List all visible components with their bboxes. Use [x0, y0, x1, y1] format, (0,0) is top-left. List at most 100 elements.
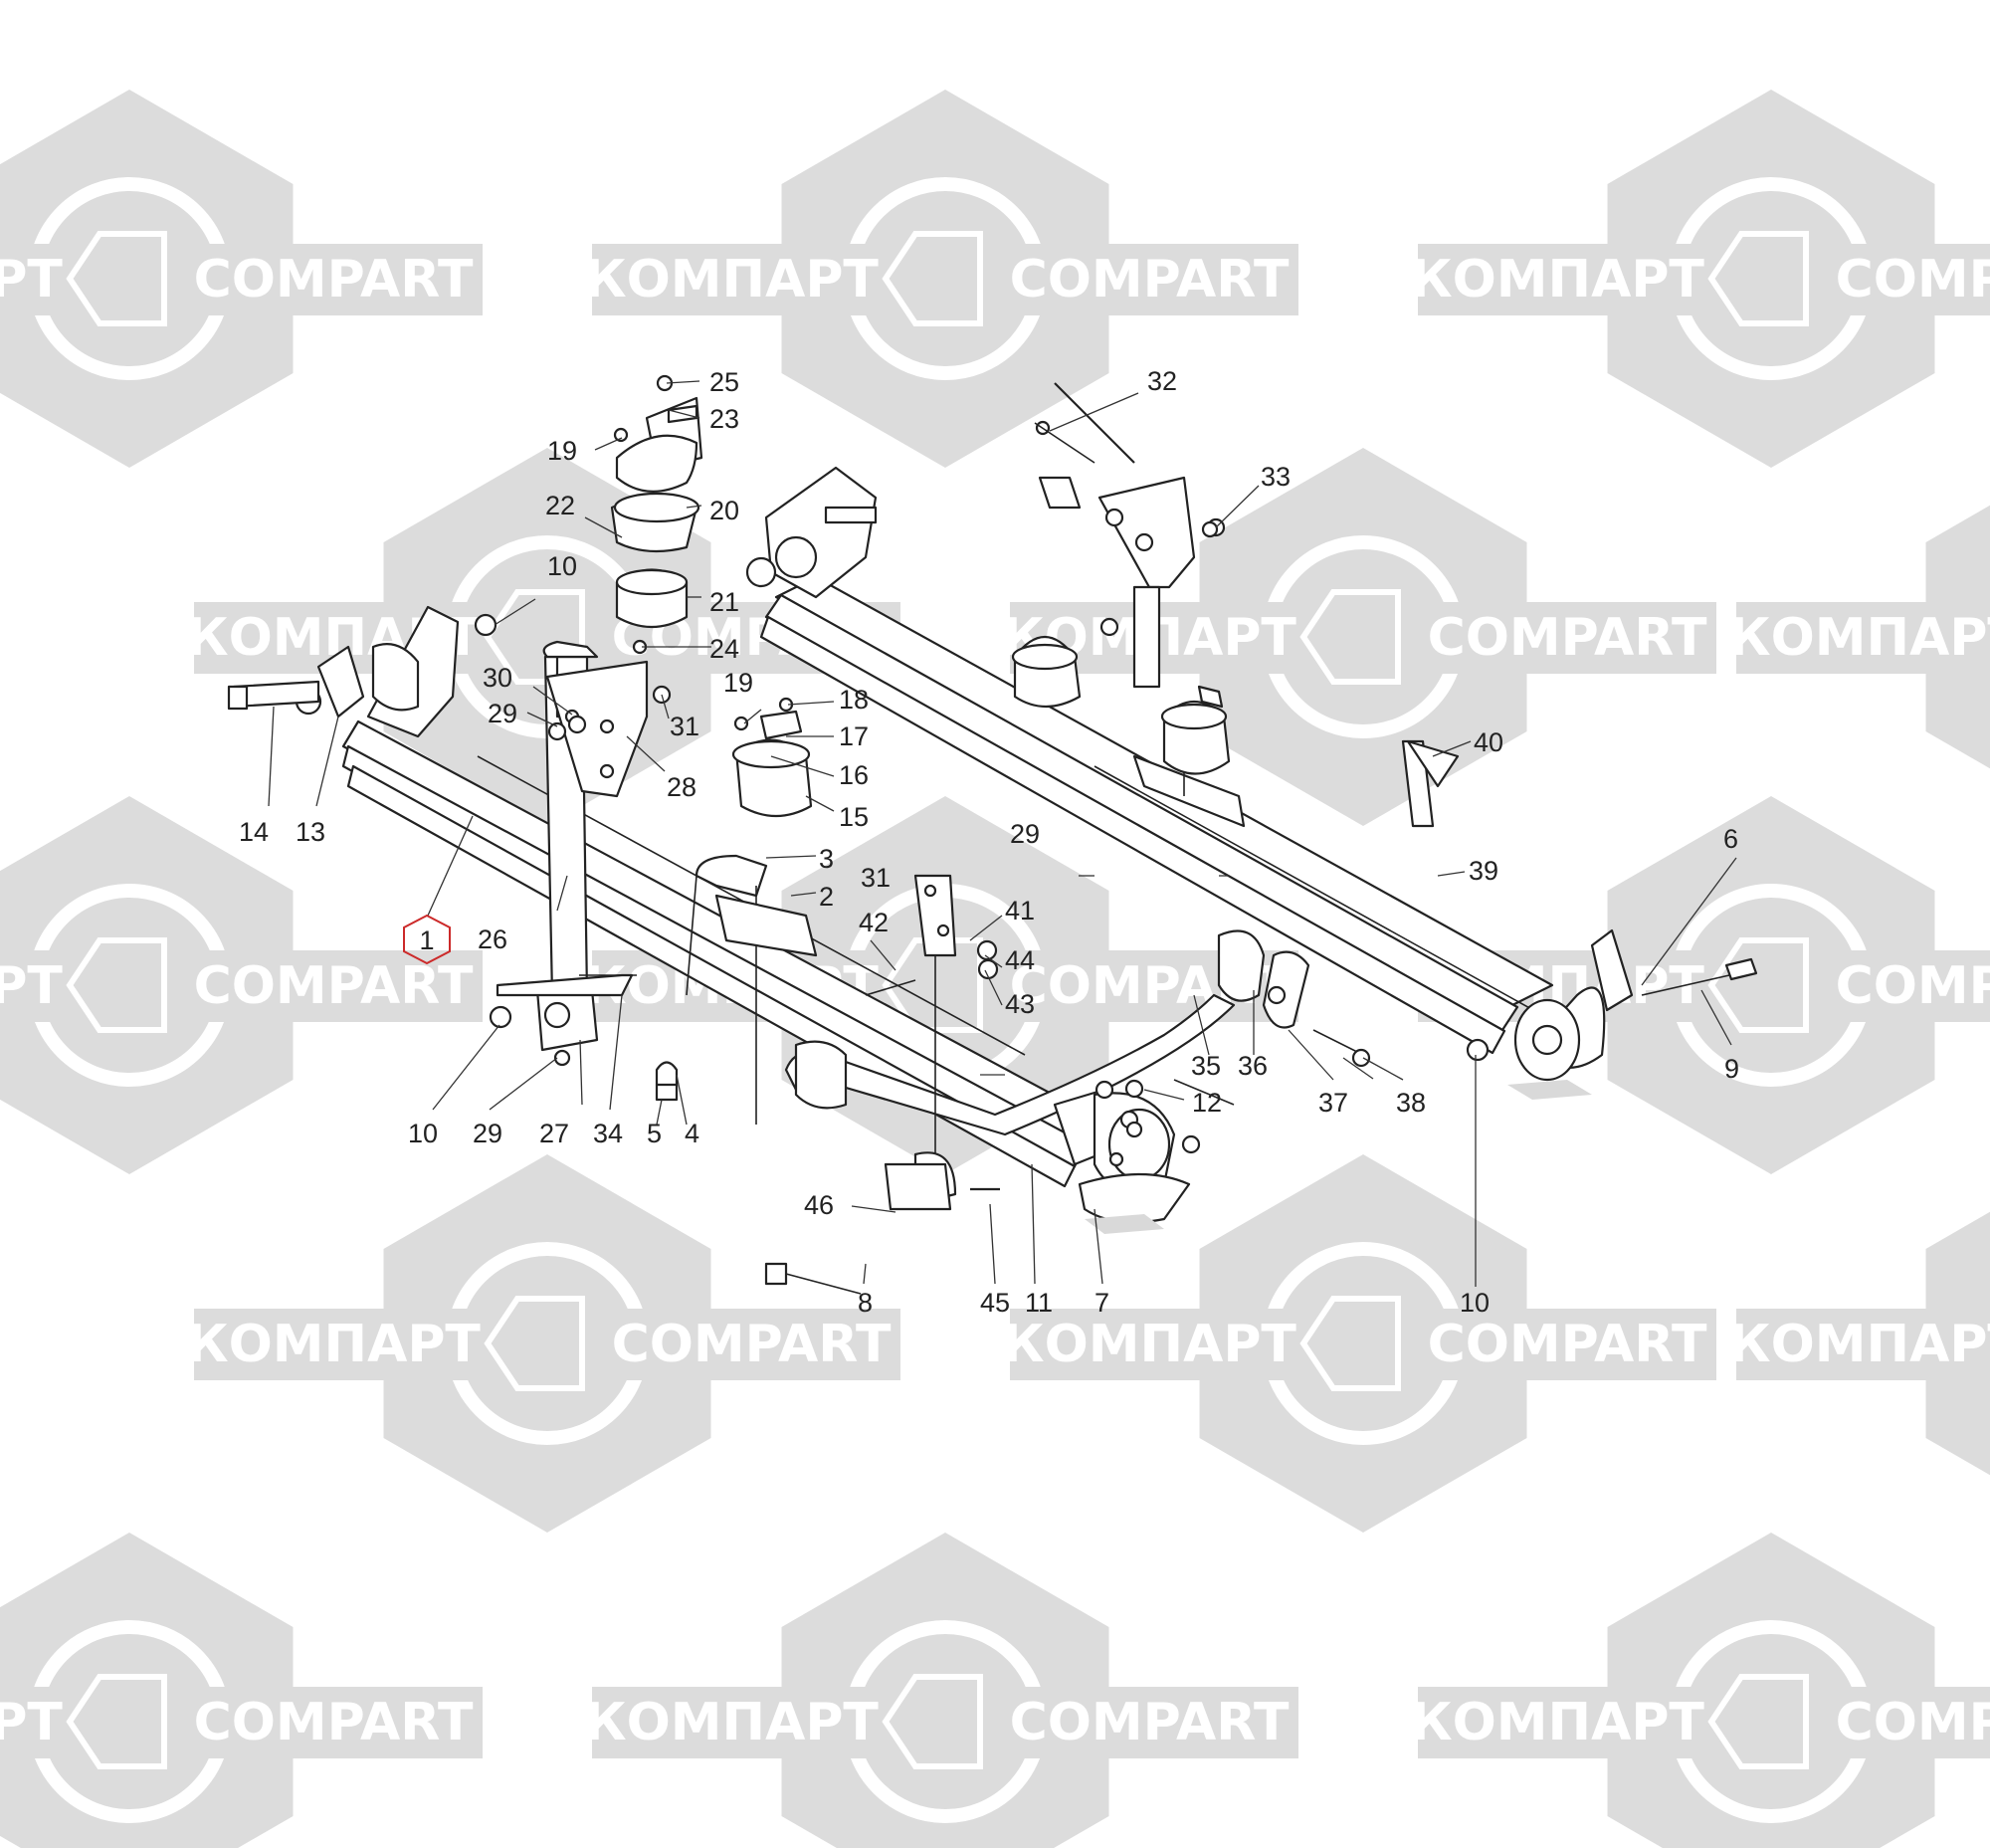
watermark-notch — [66, 1674, 167, 1769]
callout-label: 20 — [709, 496, 739, 525]
callout-label: 32 — [1147, 366, 1177, 396]
parts-drawing: 1 2 3 4 5 6 7 8 9 10 10 10 11 12 13 14 1… — [227, 366, 1758, 1318]
watermark-hexagon — [1607, 90, 1935, 468]
fasteners — [489, 422, 1371, 1295]
watermark-notch — [882, 231, 983, 326]
callout-label: 31 — [861, 863, 891, 893]
watermark-hexagon — [781, 90, 1109, 468]
watermark-text-latin: COMPART — [1010, 1693, 1290, 1752]
callout-label: 29 — [473, 1119, 502, 1148]
rear-shock-absorber — [1035, 382, 1226, 689]
callout-label: 19 — [547, 436, 577, 466]
callout-label: 37 — [1318, 1088, 1348, 1118]
watermark-text-cyrillic: КОМПАРТ — [0, 956, 63, 1016]
watermark-plate — [184, 1687, 483, 1758]
callout-label: 33 — [1261, 462, 1291, 492]
callout-label: 22 — [545, 491, 575, 520]
callout-label: 34 — [593, 1119, 623, 1148]
watermark-notch — [1299, 589, 1401, 685]
watermark-plate — [602, 1309, 900, 1380]
callout-label: 18 — [839, 685, 869, 715]
watermark-text-cyrillic: КОМПАРТ — [1410, 1693, 1704, 1752]
callout-label: 23 — [709, 404, 739, 434]
watermark-notch — [66, 937, 167, 1033]
watermark-text-cyrillic: КОМПАРТ — [186, 1315, 481, 1374]
callout-label: 10 — [1460, 1288, 1490, 1318]
watermark-text-latin: COMPART — [1428, 608, 1707, 668]
watermark-text-latin: COMPART — [1836, 956, 1990, 1016]
rear-leaf-spring — [745, 466, 1554, 1055]
watermark-plate — [592, 244, 871, 315]
rear-bump-stops — [1011, 635, 1231, 775]
callout-label: 40 — [1474, 727, 1503, 757]
callout-label: 25 — [709, 367, 739, 397]
watermark-text-latin: COMPART — [1428, 1315, 1707, 1374]
callout-label: 3 — [819, 844, 834, 874]
callout-label: 10 — [408, 1119, 438, 1148]
watermark-plate — [1826, 244, 1990, 315]
callout-label: 44 — [1005, 945, 1035, 975]
watermark-plate — [1418, 1687, 1696, 1758]
watermark-text-cyrillic: КОМПАРТ — [1410, 250, 1704, 309]
watermark-hexagon — [0, 90, 294, 468]
watermark-plate — [1418, 602, 1716, 674]
callout-label: 8 — [858, 1288, 873, 1318]
callout-label: 46 — [804, 1190, 834, 1220]
callout-label: 29 — [1010, 819, 1040, 849]
callout-label: 45 — [980, 1288, 1010, 1318]
callout-label: 14 — [239, 817, 269, 847]
callout-label: 26 — [478, 924, 507, 954]
watermark-text-cyrillic: КОМПАРТ — [584, 1693, 879, 1752]
watermark-text-cyrillic: КОМПАРТ — [1002, 1315, 1296, 1374]
watermark-plate — [184, 244, 483, 315]
callout-label: 15 — [839, 802, 869, 832]
watermark-plate — [1826, 1687, 1990, 1758]
callout-label: 11 — [1025, 1288, 1053, 1318]
front-spring-rear-eye — [1053, 1080, 1201, 1224]
callout-label: 6 — [1723, 824, 1738, 854]
callout-label: 1 — [419, 925, 434, 955]
watermark-hexagon — [1199, 448, 1527, 826]
callout-label: 9 — [1724, 1054, 1739, 1084]
callout-label: 4 — [685, 1119, 699, 1148]
callout-label: 7 — [1094, 1288, 1109, 1318]
watermark-plate — [0, 244, 55, 315]
watermark-notch — [1707, 937, 1809, 1033]
watermark-hexagon — [1607, 796, 1935, 1174]
callout-label: 2 — [819, 882, 834, 912]
watermark-text-latin: COMPART — [1836, 1693, 1990, 1752]
callout-label: 36 — [1238, 1051, 1268, 1081]
callout-label: 38 — [1396, 1088, 1426, 1118]
watermark-hexagon — [0, 1533, 294, 1848]
callout-label: 19 — [723, 668, 753, 698]
watermark-plate — [1418, 244, 1696, 315]
watermark-text-latin: COMPART — [194, 250, 474, 309]
watermark-plate — [1826, 950, 1990, 1022]
watermark-text-cyrillic: КОМПАРТ — [0, 1693, 63, 1752]
watermark-plate — [0, 950, 55, 1022]
front-bump-stop-assembly — [610, 374, 703, 655]
callout-label: 28 — [667, 772, 696, 802]
callout-label: 39 — [1469, 856, 1498, 886]
callout-label: 30 — [483, 663, 512, 693]
rear-eye-and-stabilizer-link — [1401, 739, 1758, 1082]
callout-labels: 1 2 3 4 5 6 7 8 9 10 10 10 11 12 13 14 1… — [239, 366, 1739, 1318]
watermark-notch — [484, 1296, 585, 1391]
callout-label: 5 — [647, 1119, 662, 1148]
watermark-text-latin: COMPART — [1010, 250, 1290, 309]
front-shock-bracket — [545, 660, 672, 798]
watermark-tile: КОМПАРТ COMPART — [1002, 1154, 1716, 1533]
callout-label: 35 — [1191, 1051, 1221, 1081]
callout-label: 31 — [670, 712, 699, 741]
watermark-plate — [1418, 1309, 1716, 1380]
callout-label: 24 — [709, 634, 739, 664]
watermark-notch — [882, 1674, 983, 1769]
callout-label: 41 — [1005, 896, 1035, 925]
watermark-notch — [1707, 231, 1809, 326]
callout-label: 13 — [296, 817, 325, 847]
